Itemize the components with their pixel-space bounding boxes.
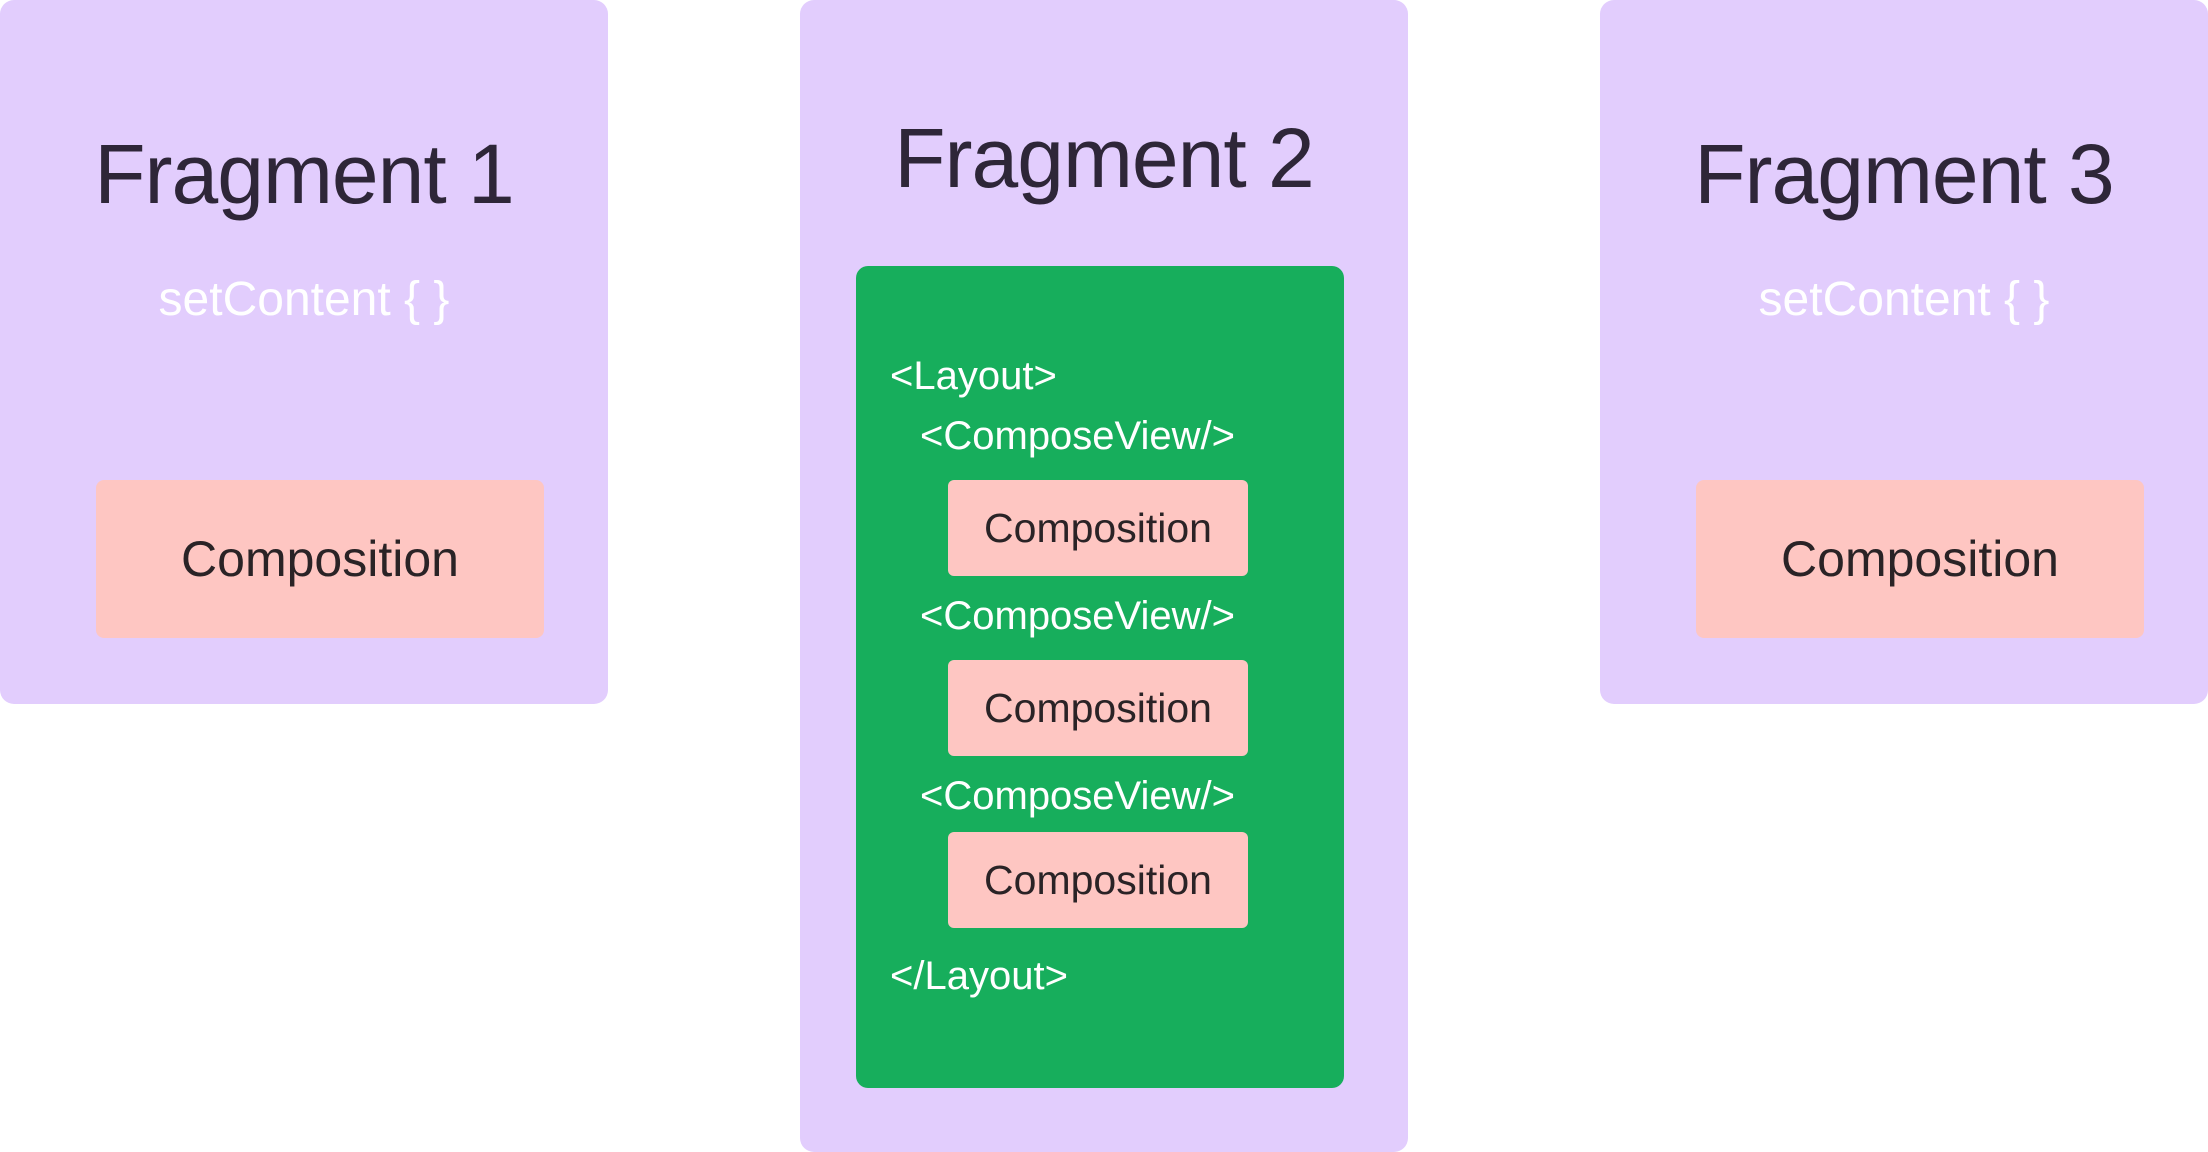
layout-open-tag: <Layout> bbox=[890, 354, 1057, 398]
compose-view-tag-3: <ComposeView/> bbox=[920, 774, 1235, 818]
fragment-1-composition: Composition bbox=[96, 480, 544, 638]
fragment-1-panel: Fragment 1 setContent { } Composition bbox=[0, 0, 608, 704]
fragment-1-set-content: setContent { } bbox=[158, 273, 450, 326]
layout-container: <Layout> <ComposeView/> Composition <Com… bbox=[856, 266, 1344, 1088]
fragment-3-title: Fragment 3 bbox=[1694, 127, 2115, 221]
fragment-3-panel: Fragment 3 setContent { } Composition bbox=[1600, 0, 2208, 704]
fragment-3-set-content: setContent { } bbox=[1758, 273, 2050, 326]
compose-view-3-composition: Composition bbox=[948, 832, 1248, 928]
compose-view-tag-2: <ComposeView/> bbox=[920, 594, 1235, 638]
fragment-1-title: Fragment 1 bbox=[94, 127, 515, 221]
layout-close-tag: </Layout> bbox=[890, 954, 1068, 998]
compose-view-1-composition: Composition bbox=[948, 480, 1248, 576]
fragment-3-composition: Composition bbox=[1696, 480, 2144, 638]
compose-view-2-composition: Composition bbox=[948, 660, 1248, 756]
fragment-2-panel: Fragment 2 <Layout> <ComposeView/> Compo… bbox=[800, 0, 1408, 1152]
compose-view-tag-1: <ComposeView/> bbox=[920, 414, 1235, 458]
fragment-2-title: Fragment 2 bbox=[894, 111, 1315, 205]
